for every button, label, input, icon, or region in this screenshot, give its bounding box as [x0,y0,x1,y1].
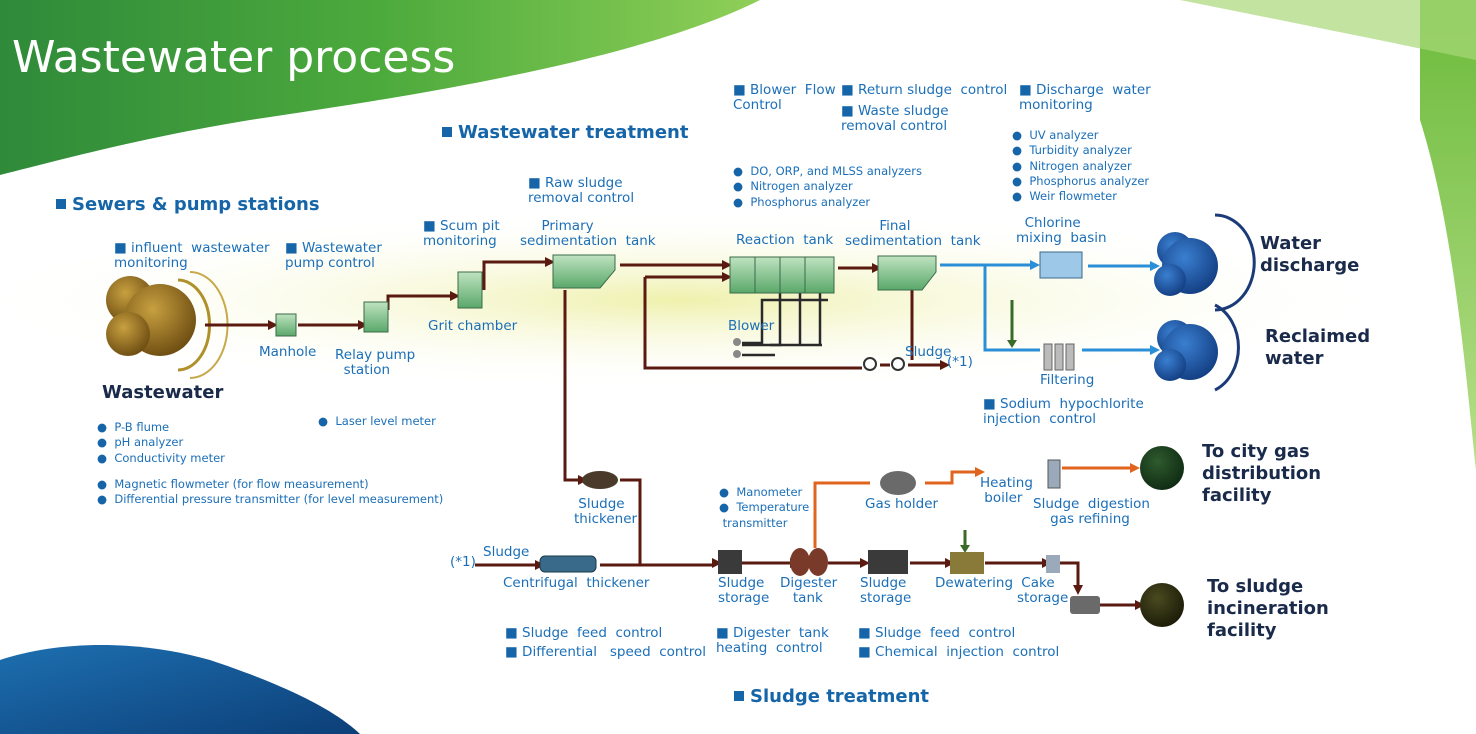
gas-holder-icon [880,471,916,495]
sludge-storage-1-icon [718,550,742,574]
incineration-label: To sludge incineration facility [1207,576,1329,641]
dewatering-icon [950,552,984,574]
instrument-reaction-0: ● DO, ORP, and MLSS analyzers [733,164,922,178]
primary-sed-icon [552,254,616,289]
reclaimed-water-icon [1154,303,1240,392]
water-discharge-icon [1154,213,1256,312]
control-discharge: ■ Discharge water monitoring [1019,82,1151,113]
primary-sed-label: Primary sedimentation tank [520,218,656,249]
instrument-discharge-1: ● Turbidity analyzer [1012,143,1132,157]
relay-pump-label: Relay pump station [335,347,416,378]
instrument-discharge-3: ● Phosphorus analyzer [1012,174,1150,188]
instrument-digester-1: ● Temperature transmitter [719,500,810,530]
sludge-thickener-icon [582,471,618,489]
control-blower-flow: ■ Blower Flow Control [733,82,836,113]
instrument-flow-0: ● Magnetic flowmeter (for flow measureme… [97,477,369,491]
control-hypochlorite: ■ Sodium hypochlorite injection control [983,396,1144,427]
control-digester-heat: ■ Digester tank heating control [716,625,829,656]
instrument-sewer-0: ● P-B flume [97,420,170,434]
sludge-storage-2-icon [868,550,908,574]
control-sludge-feed-2: ■ Sludge feed control [858,625,1016,641]
gas-refining-icon [1047,459,1061,489]
sludge-in-label: Sludge [483,544,530,560]
final-sed-icon [877,255,937,291]
incineration-icon [1140,583,1184,627]
page-title: Wastewater process [12,32,456,83]
sludge-storage-2-label: Sludge storage [860,575,912,606]
relay-pump-icon [363,301,389,333]
heating-boiler-label: Heating boiler [980,475,1033,506]
city-gas-icon [1140,446,1184,490]
grit-chamber-icon [457,271,483,309]
sludge-thickener-label: Sludge thickener [574,496,638,527]
instrument-laser-0: ● Laser level meter [318,414,436,428]
instrument-discharge-4: ● Weir flowmeter [1012,189,1117,203]
section-sludge: Sludge treatment [734,686,929,707]
control-raw-sludge: ■ Raw sludge removal control [528,175,635,206]
control-sludge-feed-1: ■ Sludge feed control [505,625,663,641]
control-diff-speed: ■ Differential speed control [505,644,707,660]
section-sewers: Sewers & pump stations [56,194,320,215]
manhole-label: Manhole [259,344,317,360]
water-discharge-label: Water discharge [1260,233,1360,276]
instrument-digester-0: ● Manometer [719,485,803,499]
instrument-reaction-1: ● Nitrogen analyzer [733,179,853,193]
instrument-discharge-0: ● UV analyzer [1012,128,1099,142]
cake-storage-label: Cake storage [1017,575,1069,606]
sludge-return-label: Sludge [905,344,952,360]
control-pump: ■ Wastewater pump control [285,240,382,271]
centrifugal-icon [539,555,597,573]
chlorine-basin-icon [1039,251,1083,279]
digester-icon [790,548,828,576]
wastewater-label: Wastewater [102,382,224,403]
bottom-band [0,645,360,734]
centrifugal-label: Centrifugal thickener [503,575,650,591]
final-sed-label: Final sedimentation tank [845,218,981,249]
gas-refining-label: Sludge digestion gas refining [1033,496,1150,527]
truck-icon [1070,596,1100,614]
control-chem-inject: ■ Chemical injection control [858,644,1060,660]
sludge-return-ref: (*1) [947,354,973,370]
instrument-flow-1: ● Differential pressure transmitter (for… [97,492,444,506]
gas-holder-label: Gas holder [865,496,939,512]
manhole-icon [275,313,297,337]
grit-chamber-label: Grit chamber [428,318,518,334]
instrument-discharge-2: ● Nitrogen analyzer [1012,159,1132,173]
instrument-reaction-2: ● Phosphorus analyzer [733,195,871,209]
control-influent: ■ influent wastewater monitoring [114,240,270,271]
control-scum: ■ Scum pit monitoring [423,218,500,249]
control-waste-sludge: ■ Waste sludge removal control [841,103,949,134]
right-band [1420,0,1476,470]
control-return-sludge: ■ Return sludge control [841,82,1008,98]
blower-label: Blower [728,318,775,334]
instrument-sewer-2: ● Conductivity meter [97,451,225,465]
pump-icon [863,357,877,371]
filtering-icon [1043,343,1075,371]
sludge-in-ref: (*1) [450,554,476,570]
city-gas-label: To city gas distribution facility [1202,441,1322,506]
reaction-tank-icon [729,256,835,294]
wastewater-source [106,271,229,379]
chlorine-basin-label: Chlorine mixing basin [1016,215,1107,246]
blower-icon [733,338,741,346]
sludge-storage-1-label: Sludge storage [718,575,770,606]
title-band [0,0,760,175]
section-treatment: Wastewater treatment [442,122,688,143]
reclaimed-water-label: Reclaimed water [1265,326,1371,369]
dewatering-label: Dewatering [935,575,1014,591]
right-band-top [1180,0,1476,60]
filtering-label: Filtering [1040,372,1095,388]
cake-storage-icon [1046,555,1060,573]
reaction-tank-label: Reaction tank [736,232,834,248]
instrument-sewer-1: ● pH analyzer [97,435,184,449]
digester-label: Digester tank [780,575,838,606]
